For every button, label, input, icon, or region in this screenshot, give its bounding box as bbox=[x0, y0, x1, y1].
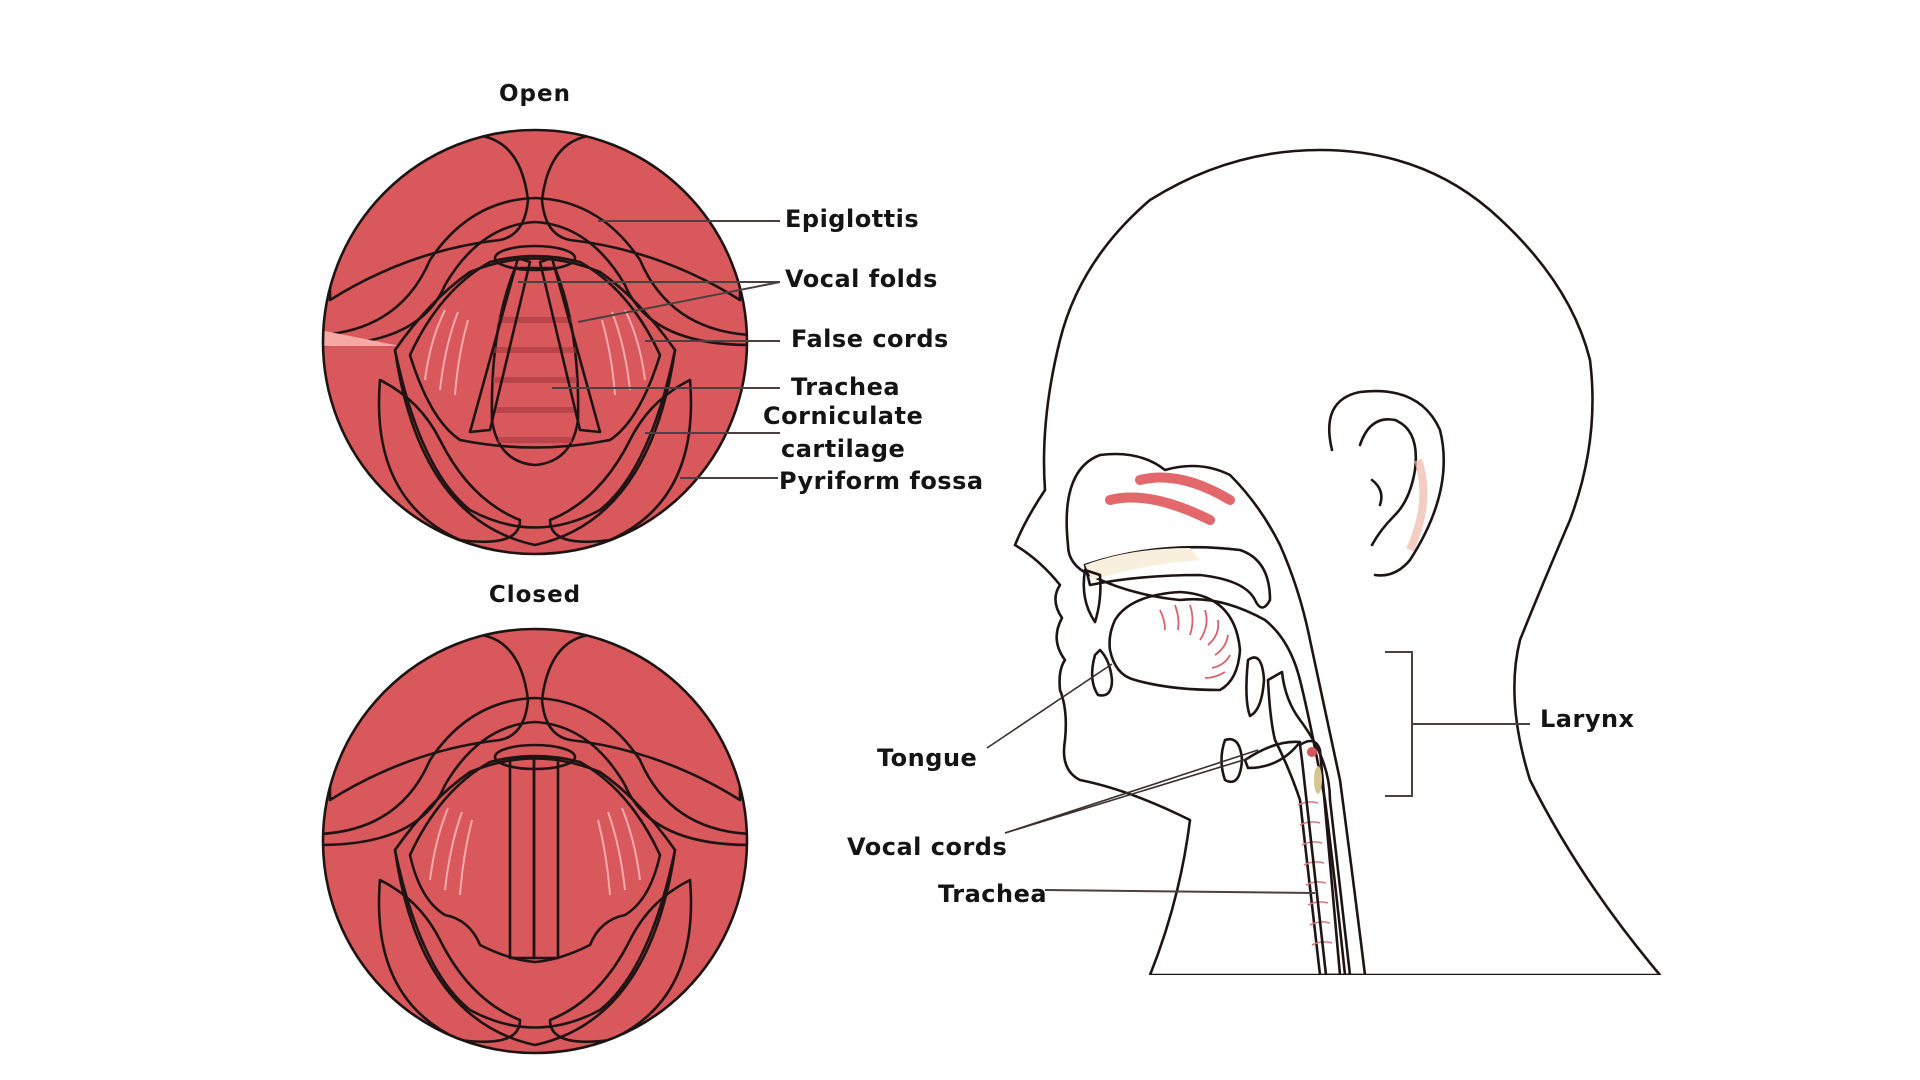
open-glottis-illustration: Open bbox=[321, 81, 984, 556]
label-corniculate-line1: Corniculate bbox=[763, 402, 923, 430]
label-vocal-folds: Vocal folds bbox=[785, 265, 938, 293]
label-corniculate-line2: cartilage bbox=[781, 435, 905, 463]
closed-glottis-illustration: Closed bbox=[321, 582, 749, 1055]
open-view-title: Open bbox=[499, 81, 571, 107]
closed-view-title: Closed bbox=[489, 582, 581, 608]
label-vocal-cords: Vocal cords bbox=[847, 833, 1007, 861]
label-trachea-side: Trachea bbox=[938, 880, 1047, 908]
label-pyriform-fossa: Pyriform fossa bbox=[779, 467, 984, 495]
label-false-cords: False cords bbox=[791, 325, 949, 353]
head-sagittal-illustration: Tongue Vocal cords Trachea Larynx bbox=[847, 148, 1720, 995]
ear bbox=[1327, 389, 1446, 577]
label-larynx: Larynx bbox=[1540, 705, 1635, 733]
label-epiglottis: Epiglottis bbox=[785, 205, 919, 233]
label-tongue: Tongue bbox=[877, 744, 977, 772]
label-trachea-open: Trachea bbox=[791, 373, 900, 401]
